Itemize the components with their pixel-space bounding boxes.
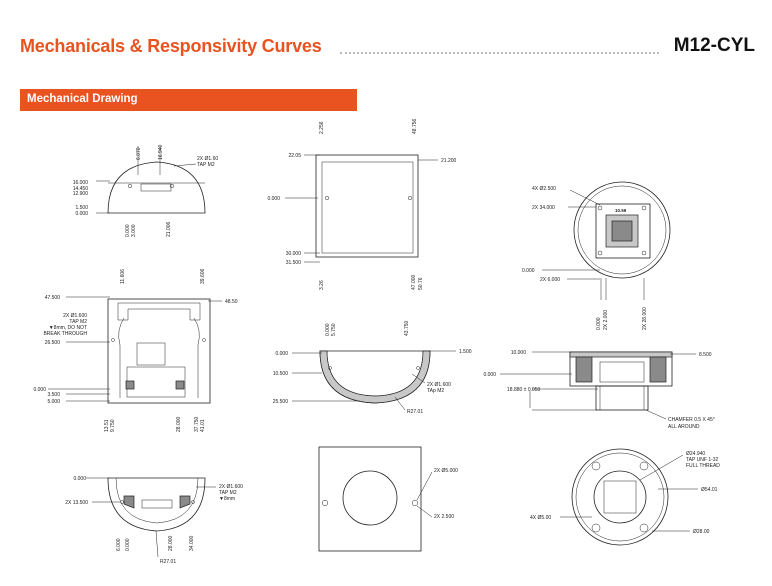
view3-dim-bottom-1: 2X 2.000 [603,310,609,330]
view2-dim-left-3: 31.500 [286,260,302,266]
view7-note-0: 2X Ø1.600 [219,484,243,490]
view8-note-1: 2X 2.500 [434,514,454,520]
view-half-circle-mid: 0.000 5.750 43.750 0.000 10.500 25.500 1… [273,320,472,415]
view2-dim-bottom-1: 47.000 [411,274,417,290]
view2-dim-right-0: 21.200 [441,158,457,164]
view1-dim-bottom-1: 3.000 [131,224,137,237]
view7-radius: R27.01 [160,559,176,565]
view2-dim-bottom-2: 50.76 [418,277,424,290]
view5-dim-top-1: 5.750 [331,323,337,336]
view-round-plate: Ø24.940 TAP UNF 1-32 FULL THREAD Ø54.01 … [530,448,720,546]
view9-note-0: Ø24.940 [686,451,705,457]
page-header: Mechanicals & Responsivity Curves M12-CY… [20,34,755,62]
view4-dim-bottom-4: 41.01 [200,419,206,432]
view5-dim-top-0: 0.000 [325,323,331,336]
view7-note-1: TAP M2 [219,490,237,496]
view3-dim-bottom-2: 2X 28.000 [642,307,648,330]
view7-note-2: ▼8mm [219,496,235,502]
view1-dim-left-1: 14.450 [73,186,89,192]
view2-dim-left-2: 30.000 [286,251,302,257]
view1-dim-top-0: 6.070 [136,147,142,160]
view8-note-0: 2X Ø5.000 [434,468,458,474]
view6-dim-left-2: 18.880 ± 0.050 [507,387,541,393]
view9-note-2: FULL THREAD [686,463,720,469]
view7-dim-bottom-3: 34.000 [189,535,195,551]
view5-note-1: TAp M2 [427,388,444,394]
view4-dim-left-1: 26.500 [45,340,61,346]
view7-dim-left-0: 0.000 [73,476,86,482]
view-bottom-half: 0.000 2X 13.500 2X Ø1.600 TAP M2 ▼8mm 6.… [65,476,243,565]
view-square-plate: 2X Ø5.000 2X 2.500 [318,446,458,552]
view3-note-0: 4X Ø2.500 [532,186,556,192]
view4-note-3: BREAK THROUGH [43,331,87,337]
view9-note-3: Ø54.01 [701,487,718,493]
view1-dim-left-4: 0.000 [75,211,88,217]
view1-dim-left-0: 16.000 [73,180,89,186]
view6-dim-right-0: 8.500 [699,352,712,358]
view4-dim-bottom-2: 28.000 [176,416,182,432]
view-section-block: 11.606 39.606 47.500 2X Ø1.600 TAP M2 ▼8… [33,268,237,432]
view2-dim-top-1: 48.756 [412,118,418,134]
view9-note-1: TAP UNF 1-32 [686,457,719,463]
view5-dim-top-2: 43.750 [404,320,410,336]
view5-dim-right-0: 1.500 [459,349,472,355]
view1-dim-left-3: 1.500 [75,205,88,211]
view3-note-2: 0.000 [522,268,535,274]
view-top-small: 6.070 16.940 2X Ø1.60 TAP M2 16.000 14.4… [73,144,219,237]
view2-dim-top-0: 2.256 [319,121,325,134]
view1-dim-top-1: 16.940 [158,144,164,160]
view4-note-0: 2X Ø1.600 [63,313,87,319]
view9-note-4: 4X Ø5.00 [530,515,551,521]
model-name: M12-CYL [673,35,755,56]
view4-dim-left-4: 5.000 [47,399,60,405]
view7-dim-bottom-2: 28.000 [168,535,174,551]
view-front-circle: 10.59 4X Ø2.500 2X 34.000 0.000 2X 6.000… [522,181,671,330]
view1-note-1: TAP M2 [197,162,215,168]
section-bar: Mechanical Drawing [20,89,357,111]
view4-dim-left-3: 3.500 [47,392,60,398]
view3-note-3: 2X 6.000 [540,277,560,283]
view5-note-0: 2X Ø1.600 [427,382,451,388]
view7-dim-left-1: 2X 13.500 [65,500,88,506]
view4-dim-left-2: 0.000 [33,387,46,393]
view4-dim-top-0: 11.606 [120,269,126,284]
view1-note-0: 2X Ø1.60 [197,156,218,162]
view4-note-1: TAP M2 [69,319,87,325]
view6-chamfer-1: ALL AROUND [668,424,700,430]
view9-note-5: Ø28.00 [693,529,710,535]
header-dotted-leader [340,52,659,54]
view4-note-2: ▼8mm, DO NOT [49,325,87,331]
view5-dim-left-0: 0.000 [275,351,288,357]
view7-dim-bottom-0: 6.000 [116,538,122,551]
view4-dim-right-0: 48.50 [225,299,238,305]
view7-dim-bottom-1: 0.000 [125,538,131,551]
view2-dim-left-1: 0.000 [267,196,280,202]
view4-dim-top-1: 39.606 [200,268,206,284]
view6-chamfer-0: CHAMFER 0.5 X 45° [668,417,715,423]
view4-dim-bottom-0: 13.51 [104,419,110,432]
view-side-square: 2.256 48.756 22.05 0.000 30.000 31.500 2… [267,118,456,290]
view1-dim-bottom-2: 21.006 [166,221,172,237]
view4-dim-bottom-1: 9.750 [110,419,116,432]
view2-dim-left-0: 22.05 [288,153,301,159]
view1-dim-left-2: 12.900 [73,191,89,197]
view6-dim-left-0: 10.000 [511,350,527,356]
view2-dim-bottom-0: 3.26 [319,280,325,290]
view4-dim-left-0: 47.500 [45,295,61,301]
page-title: Mechanicals & Responsivity Curves [20,36,322,56]
view3-dim-bottom-0: 0.000 [596,317,602,330]
view5-dim-left-1: 10.500 [273,371,289,377]
view1-dim-bottom-0: 0.000 [125,224,131,237]
section-label: Mechanical Drawing [27,93,138,105]
view-lens-section: 10.000 0.000 18.880 ± 0.050 8.500 CHAMFE… [483,350,714,430]
view5-radius: R27.01 [407,409,423,415]
view4-dim-bottom-3: 37.750 [194,416,200,432]
view6-dim-left-1: 0.000 [483,372,496,378]
view3-note-1: 2X 34.000 [532,205,555,211]
view3-sensor-label: 10.59 [615,208,627,213]
view5-dim-left-2: 25.500 [273,399,289,405]
